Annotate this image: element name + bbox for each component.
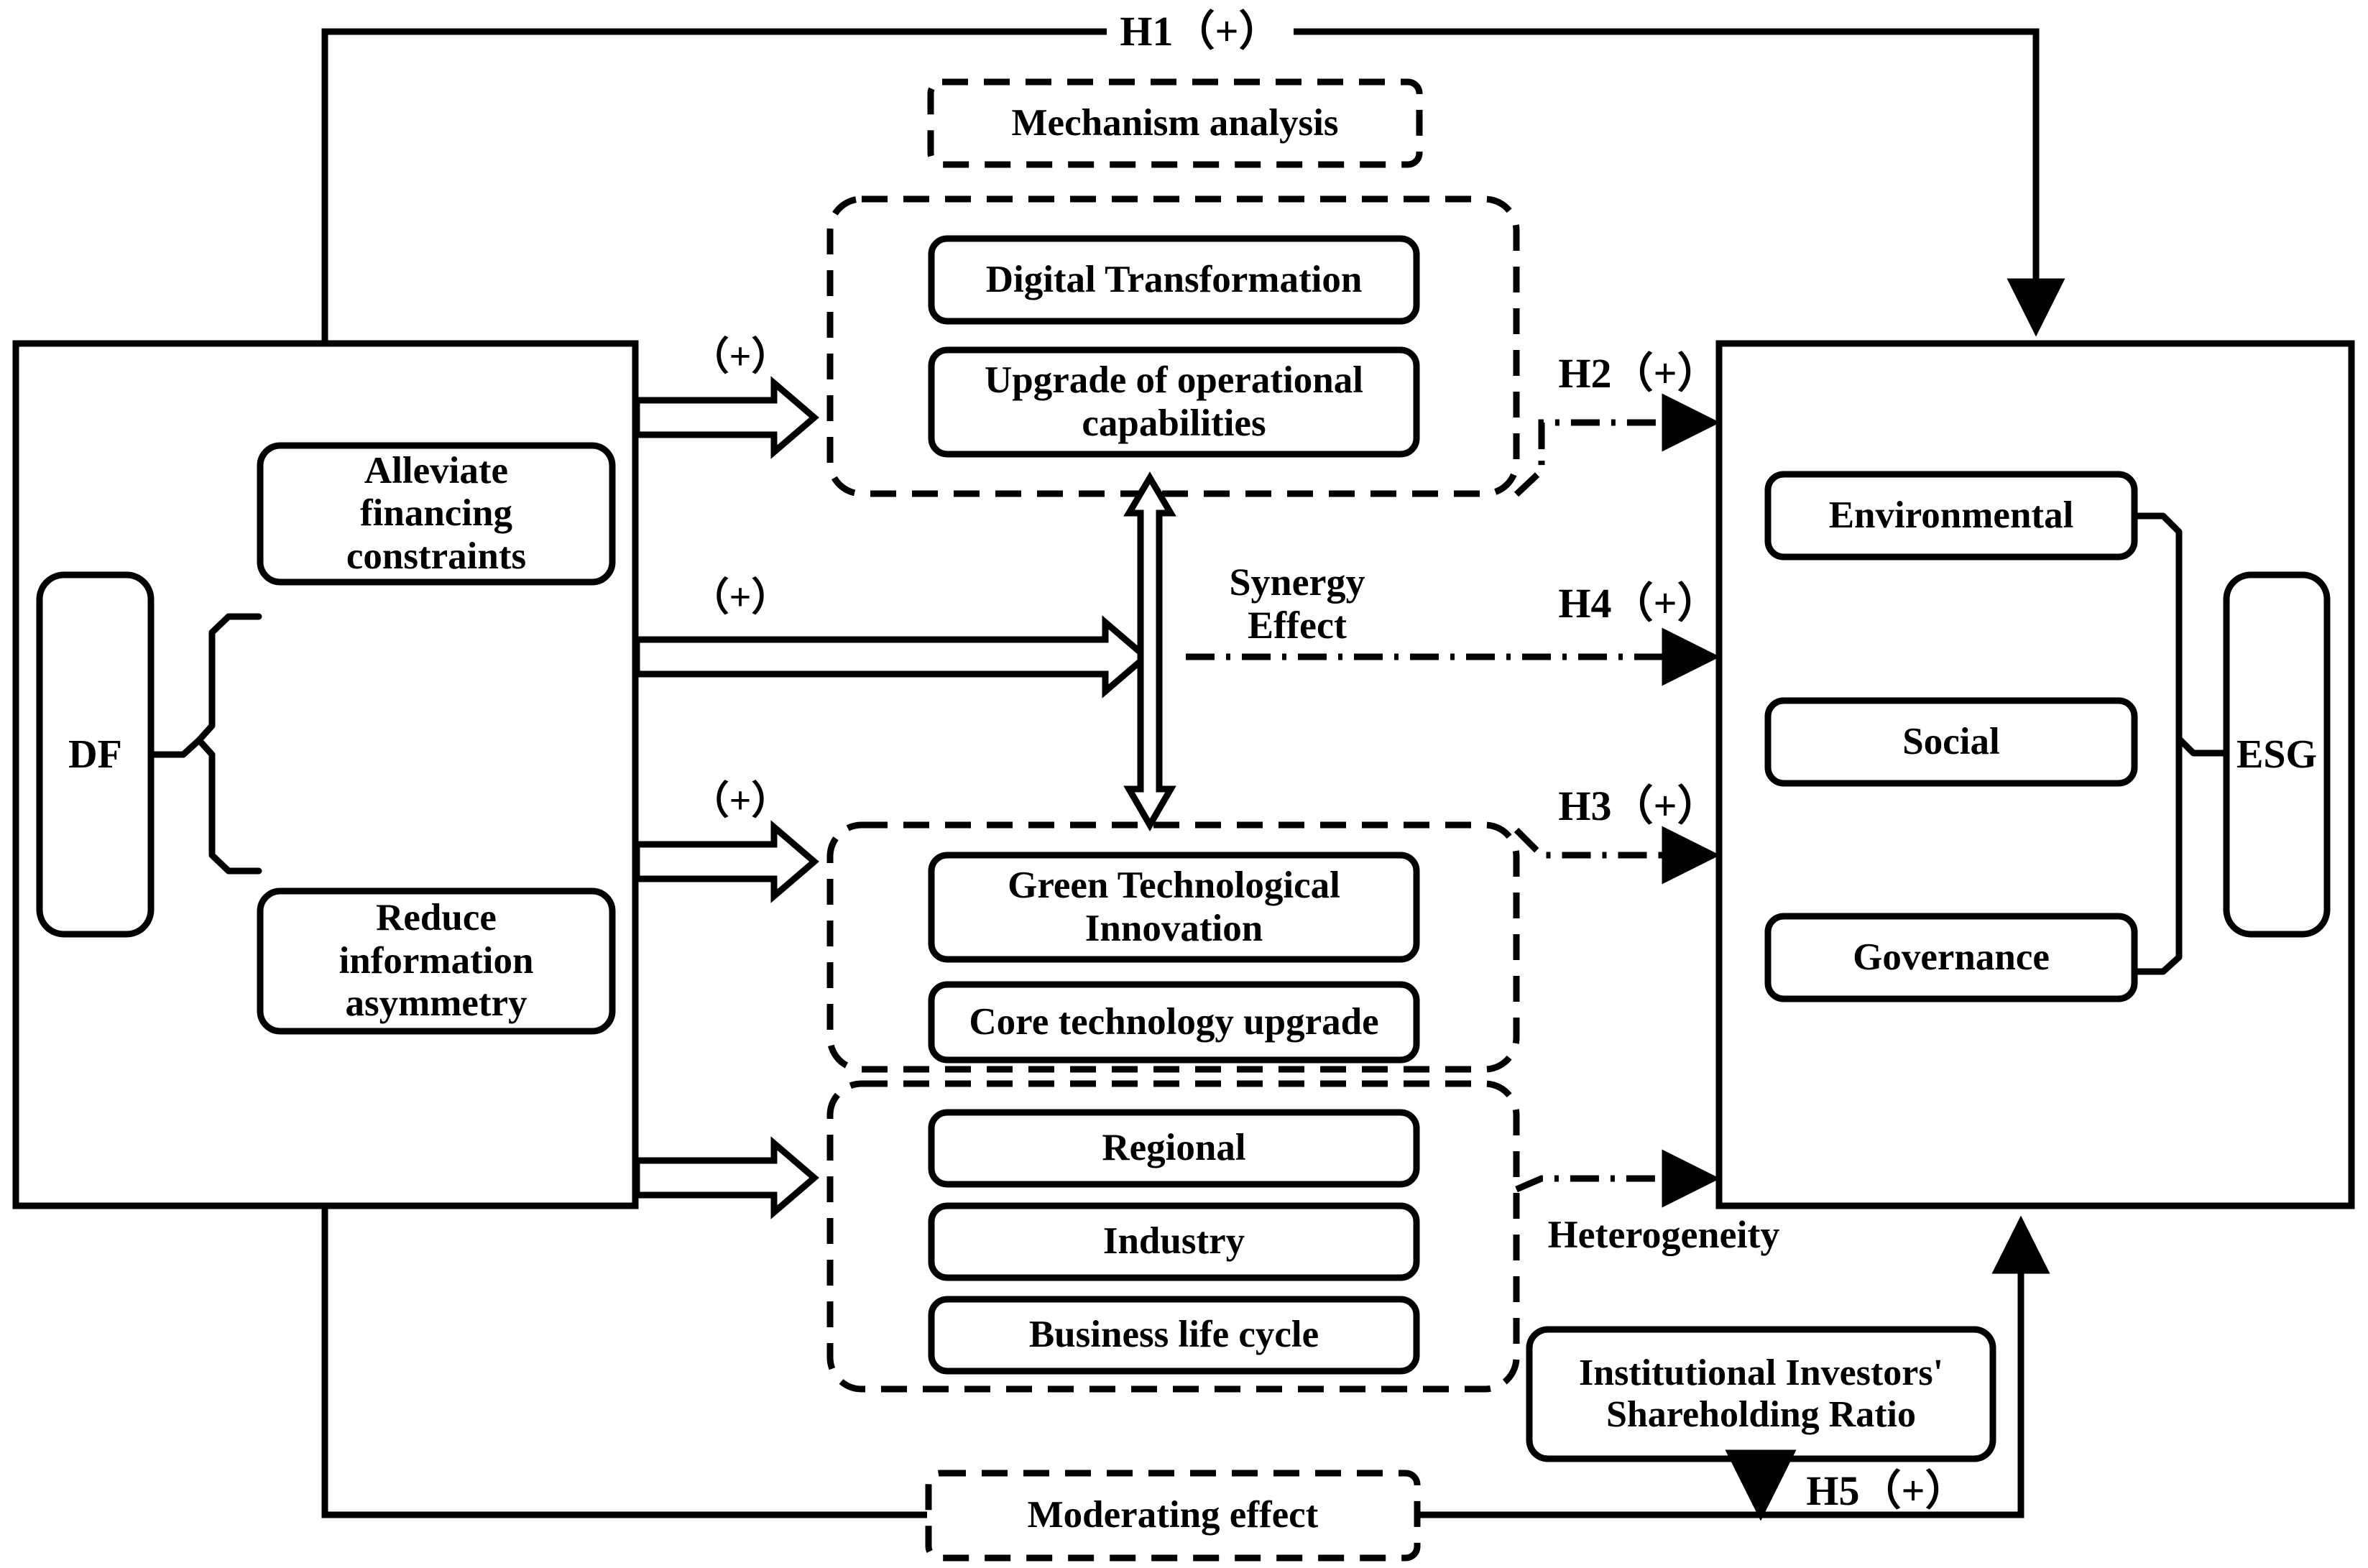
core-technology-box[interactable] xyxy=(928,981,1420,1064)
operational-capabilities-box[interactable] xyxy=(928,346,1420,458)
heterogeneity-box-regional[interactable] xyxy=(928,1109,1420,1188)
hollow-arrow-heterogeneity xyxy=(633,1136,819,1219)
moderating-route-right xyxy=(1419,1215,2050,1518)
h3-route xyxy=(1514,826,1720,885)
esg-box[interactable] xyxy=(2223,571,2331,938)
hollow-arrow-middle xyxy=(633,615,1151,698)
esg-brace xyxy=(2131,512,2230,975)
digital-transformation-box[interactable] xyxy=(928,235,1420,325)
hollow-arrow-top xyxy=(633,376,819,459)
df-box[interactable] xyxy=(36,571,155,938)
right-outcome-panel xyxy=(1715,340,2355,1209)
digital-group-container xyxy=(826,195,1520,497)
pillar-box-social[interactable] xyxy=(1764,697,2138,787)
pillar-box-governance[interactable] xyxy=(1764,913,2138,1002)
green-innovation-box[interactable] xyxy=(928,852,1420,963)
synergy-double-arrow xyxy=(1123,471,1176,831)
df-brace xyxy=(147,613,262,875)
moderating-effect-box xyxy=(925,1470,1421,1562)
channel-box-information[interactable] xyxy=(257,887,616,1035)
institutional-investors-box[interactable] xyxy=(1526,1326,1996,1462)
heterogeneity-route xyxy=(1515,1149,1720,1208)
h1-route xyxy=(321,28,1107,343)
moderating-route-left xyxy=(321,1206,927,1518)
heterogeneity-box-industry[interactable] xyxy=(928,1202,1420,1281)
green-group-container xyxy=(826,821,1520,1073)
pillar-box-environmental[interactable] xyxy=(1764,471,2138,561)
mechanism-analysis-box xyxy=(927,78,1423,168)
channel-box-financing[interactable] xyxy=(257,442,616,586)
heterogeneity-box-lifecycle[interactable] xyxy=(928,1296,1420,1375)
heterogeneity-group-container xyxy=(826,1080,1520,1393)
hollow-arrow-green xyxy=(633,820,819,903)
h2-route xyxy=(1514,393,1720,497)
h1-route-right xyxy=(1294,28,2065,337)
